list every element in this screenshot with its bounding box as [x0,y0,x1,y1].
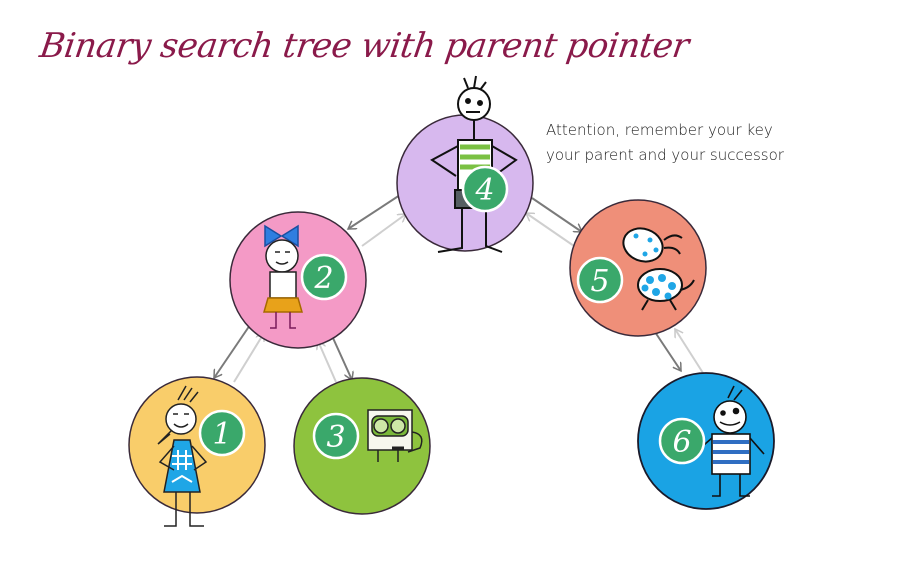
boy-striped-shirt-icon [697,385,765,497]
node-key-2: 2 [313,261,333,296]
key-badge-4 [461,165,509,213]
parent-pointer-5-4 [526,212,575,247]
edges-layer [213,194,704,383]
parent-pointer-6-5 [674,329,704,374]
key-badge-5 [576,256,624,304]
green-box-robot-icon [367,409,423,462]
girl-with-bow-icon [263,224,303,329]
spotted-dog-icon [622,227,695,311]
parent-pointer-1-2 [233,333,265,383]
key-badge-6 [658,417,706,465]
tree-node-1: 1 [128,376,266,527]
girl-hash-dress-icon [157,385,208,527]
child-pointer-2-3 [332,337,352,380]
node-key-5: 5 [590,264,609,299]
key-badge-1 [198,409,246,457]
node-key-1: 1 [212,417,231,452]
node-key-6: 6 [672,425,691,460]
child-pointer-2-1 [213,324,251,378]
tree-node-5: 5 [569,199,707,337]
note-line-2: your parent and your successor [546,146,784,164]
tree-node-3: 3 [293,377,431,515]
tree-node-2: 2 [229,211,367,349]
annotation-note: Attention, remember your key your parent… [546,118,784,168]
child-pointer-5-6 [654,331,682,371]
tree-node-6: 6 [637,372,775,510]
note-line-1: Attention, remember your key [546,121,773,139]
tree-node-4: 4 [396,75,534,253]
node-key-3: 3 [326,420,345,455]
key-badge-2 [300,253,348,301]
node-key-4: 4 [474,173,494,208]
child-pointer-4-2 [348,194,401,230]
child-pointer-4-5 [531,197,582,233]
key-badge-3 [312,412,360,460]
parent-pointer-2-4 [361,214,406,247]
parent-pointer-3-2 [318,341,337,383]
